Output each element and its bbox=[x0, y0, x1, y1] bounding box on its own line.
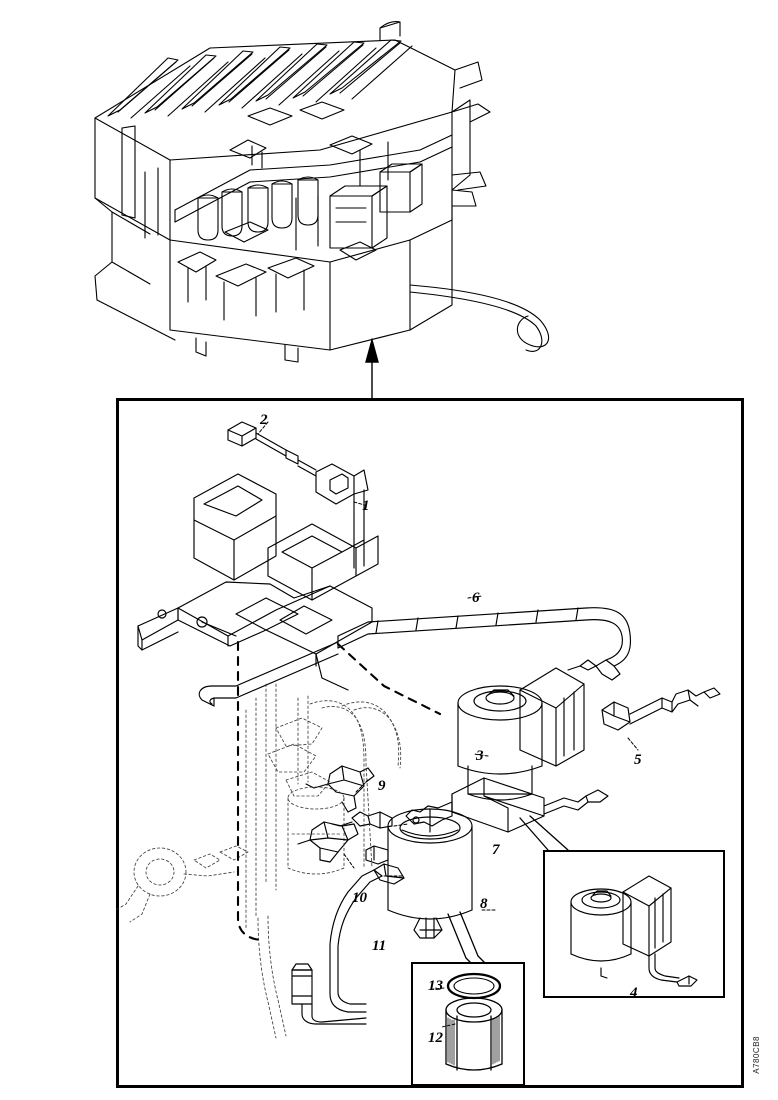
callout-label-10: 10 bbox=[352, 890, 367, 906]
engine-assembly-overview bbox=[0, 0, 778, 400]
detail-panel bbox=[116, 398, 744, 1088]
callout-label-6: 6 bbox=[472, 590, 480, 606]
filter-element-inset-drawing bbox=[411, 962, 525, 1086]
callout-label-4: 4 bbox=[630, 985, 638, 1001]
callout-label-8: 8 bbox=[480, 896, 488, 912]
callout-label-13: 13 bbox=[428, 978, 443, 994]
callout-label-1: 1 bbox=[362, 498, 370, 514]
callout-label-3: 3 bbox=[476, 748, 484, 764]
drawing-reference-watermark: A780CB8 bbox=[752, 1036, 761, 1074]
detail-panel-contents bbox=[116, 398, 744, 1088]
callout-label-5: 5 bbox=[634, 752, 642, 768]
callout-label-7: 7 bbox=[492, 842, 500, 858]
callout-label-12: 12 bbox=[428, 1030, 443, 1046]
pump-detail-inset bbox=[543, 850, 725, 998]
filter-element-inset bbox=[411, 962, 525, 1086]
callout-label-11: 11 bbox=[372, 938, 387, 954]
callout-label-9: 9 bbox=[378, 778, 386, 794]
callout-label-2: 2 bbox=[260, 412, 268, 428]
pump-detail-inset-drawing bbox=[543, 850, 725, 998]
